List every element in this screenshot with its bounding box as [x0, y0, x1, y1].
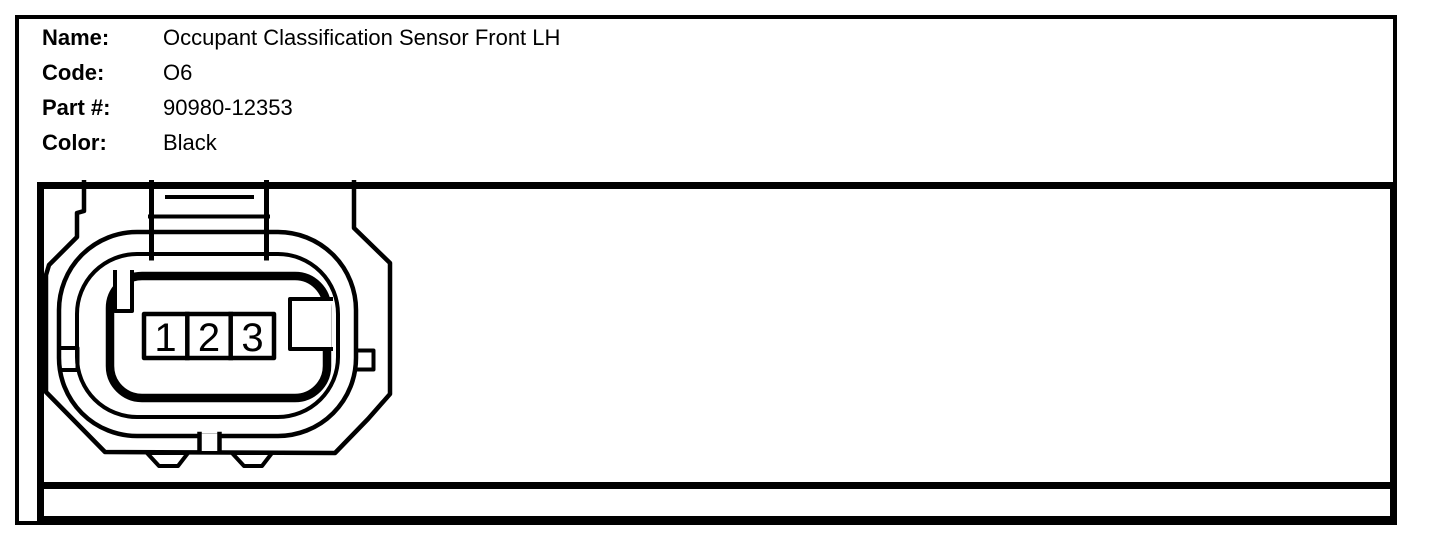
left-foot [145, 451, 190, 468]
header-row-code: Code: O6 [42, 62, 560, 84]
key-block-fill [291, 301, 331, 347]
pin-3-label: 3 [241, 316, 263, 360]
pin-2-label: 2 [198, 316, 220, 360]
field-value: 90980-12353 [163, 95, 293, 120]
field-label: Name: [42, 25, 110, 50]
connector-diagram: 1 2 3 [43, 180, 393, 468]
field-value: Occupant Classification Sensor Front LH [163, 25, 561, 50]
lock-tab [149, 180, 269, 261]
key-block [288, 297, 333, 351]
right-rib [355, 348, 376, 372]
bottom-tab [197, 431, 222, 455]
field-label: Part #: [42, 95, 111, 120]
header-row-part: Part #: 90980-12353 [42, 97, 560, 119]
left-rib [58, 346, 80, 372]
header-row-name: Name: Occupant Classification Sensor Fron… [42, 27, 560, 49]
footer-strip [44, 482, 1390, 516]
field-label: Color: [42, 130, 107, 155]
field-value: O6 [163, 60, 193, 85]
bottom-tab-fill [201, 434, 218, 451]
pin-dividers [185, 311, 233, 361]
field-value: Black [163, 130, 217, 155]
pin-block [141, 311, 277, 361]
right-foot [230, 451, 274, 468]
housing-outline [43, 180, 393, 456]
cavity-rib [113, 270, 134, 313]
pin-1-label: 1 [154, 316, 176, 360]
lock-tab-rungs [148, 195, 270, 219]
header-info: Name: Occupant Classification Sensor Fron… [42, 27, 560, 167]
field-label: Code: [42, 60, 105, 85]
header-row-color: Color: Black [42, 132, 560, 154]
